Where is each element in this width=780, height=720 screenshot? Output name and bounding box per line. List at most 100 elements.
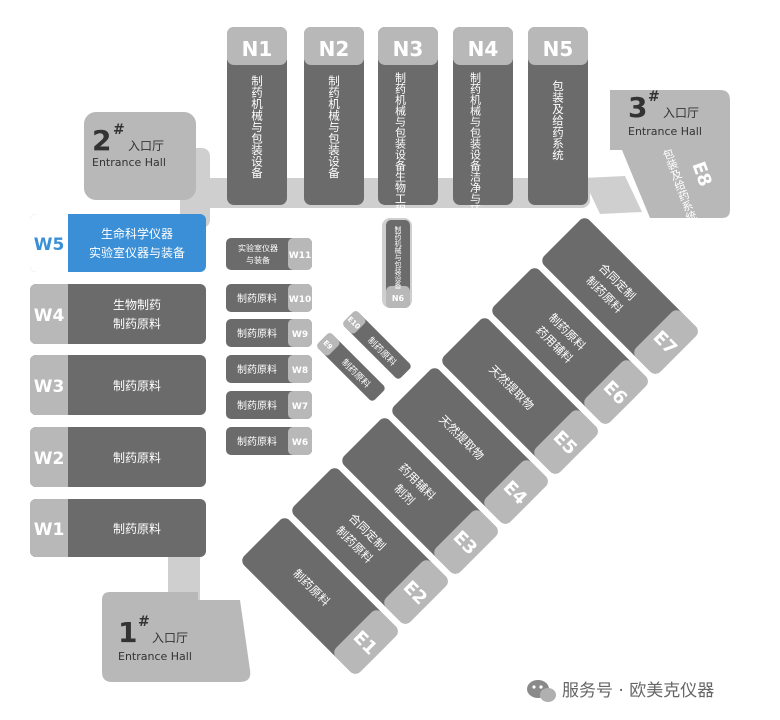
hall-w2-body [30,427,206,487]
hall-w5-code: W5 [34,235,65,255]
hall-n6-code: N6 [392,294,405,303]
hall-n3-body [378,27,438,205]
hall-e3[interactable]: E3 药用辅料 制剂 [339,415,500,576]
hall-e1[interactable]: E1 制药原料 [239,515,400,676]
hall-e4[interactable]: E4 天然提取物 [389,365,550,526]
hall-n6-code-tab [386,286,410,308]
hall-w4-label-1: 生物制药 [113,298,161,312]
hall-w1-code-tab [30,499,68,557]
entrance-hall-1[interactable]: 1 # 入口厅 Entrance Hall [102,592,251,682]
hall-w9[interactable]: W9 制药原料 [226,319,312,347]
hall-n2-label: 制药机械与包装设备 [327,75,341,179]
hall-w9-code-tab [288,319,312,347]
entrance-hall-2-body [84,112,196,200]
hall-w1-body [30,499,206,557]
hall-w3-code-tab [30,355,68,415]
hall-e3-code-tab [434,510,498,574]
hall-w3-body [30,355,206,415]
hall-w7[interactable]: W7 制药原料 [226,391,312,419]
hall-w6[interactable]: W6 制药原料 [226,427,312,455]
hall-w7-code: W7 [292,402,308,412]
hall-n5-label: 包装及给药系统 [551,80,565,161]
hall-n6[interactable]: N6 制药机械与包装设备 [386,220,410,308]
hall-n1-code-tab [227,27,287,65]
hall-w8[interactable]: W8 制药原料 [226,355,312,383]
hall-w5-code-tab-edge [60,214,68,272]
hall-w4[interactable]: W4 生物制药 制药原料 [30,284,206,344]
entrance3-connector [583,176,642,214]
hall-w1-label: 制药原料 [113,522,161,536]
hall-w5-code-tab [30,214,68,272]
hall-e5[interactable]: E5 天然提取物 [439,315,600,476]
hall-n2-body [304,27,364,205]
hall-e6-code-tab [584,360,648,424]
hall-w5[interactable]: W5 生命科学仪器 实验室仪器与装备 [30,214,206,272]
hall-w2-code-tab [30,427,68,487]
hall-n2[interactable]: N2 制药机械与包装设备 [304,27,364,205]
hall-n3-code: N3 [393,37,424,61]
hall-e7[interactable]: E7 合同定制 制药原料 [539,215,700,376]
entrance-3-mark: # [648,89,660,105]
hall-e1-code-tab [334,610,398,674]
hall-w10[interactable]: W10 制药原料 [226,284,312,312]
hall-n1-body [227,27,287,205]
hall-w3[interactable]: W3 制药原料 [30,355,206,415]
hall-w3-code: W3 [34,377,65,397]
entrance-2-en: Entrance Hall [92,156,166,169]
hall-n3[interactable]: N3 制药机械与包装设备生物工程 [378,27,438,216]
hall-w2-code: W2 [34,449,65,469]
entrance-1-cn: 入口厅 [152,631,188,645]
hall-w6-code: W6 [292,438,308,448]
hall-w1-code: W1 [34,520,65,540]
hall-n2-code: N2 [319,37,350,61]
hall-w4-label-2: 制药原料 [113,317,161,331]
hall-n5-code: N5 [543,37,574,61]
hall-w9-code: W9 [292,330,308,340]
entrance-3-number: 3 [628,91,647,124]
hall-n2-code-tab [304,27,364,65]
hall-n5-code-tab [528,27,588,65]
hall-e6[interactable]: E6 制药原料 药用辅料 [489,265,650,426]
entrance-hall-3-body [610,90,730,218]
hall-w4-body [30,284,206,344]
hall-n4[interactable]: N4 制药机械与包装设备洁净与环保 [453,27,513,227]
hall-n1[interactable]: N1 制药机械与包装设备 [227,27,287,205]
hall-n5[interactable]: N5 包装及给药系统 [528,27,588,205]
entrance-2-cn: 入口厅 [128,139,164,153]
hall-e7-code-tab [634,310,698,374]
hall-w11-label-2: 与装备 [246,255,270,265]
hall-n4-body [453,27,513,205]
hall-w1[interactable]: W1 制药原料 [30,499,206,557]
hall-w2[interactable]: W2 制药原料 [30,427,206,487]
hall-w6-label: 制药原料 [237,435,277,448]
hall-w4-code-tab [30,284,68,344]
hall-e10-body [343,311,411,379]
hall-w10-label: 制药原料 [237,292,277,305]
hall-w8-code-tab [288,355,312,383]
entrance-hall-1-body [102,592,251,682]
hall-w7-label: 制药原料 [237,399,277,412]
entrance-3-cn: 入口厅 [663,106,699,120]
hall-n4-code-tab [453,27,513,65]
hall-w7-code-tab [288,391,312,419]
hall-w5-body [30,214,206,272]
hall-n4-label: 制药机械与包装设备洁净与环保 [469,72,482,227]
hall-e2[interactable]: E2 合同定制 制药原料 [289,465,450,626]
hall-w11-label-1: 实验室仪器 [238,243,278,253]
hall-w4-code: W4 [34,306,65,326]
wechat-icon [527,680,556,702]
hall-e9-code-tab [317,333,340,356]
hall-e2-code-tab [384,560,448,624]
entrance-3-en: Entrance Hall [628,125,702,138]
hall-w5-label-2: 实验室仪器与装备 [89,245,185,260]
hall-w4-code-tab-edge [60,284,68,344]
hall-e10-code-tab [343,311,366,334]
hall-n3-code-tab [378,27,438,65]
hall-w11[interactable]: W11 实验室仪器 与装备 [226,238,312,270]
hall-n1-code: N1 [242,37,273,61]
entrance-1-mark: # [138,614,150,630]
entrance-1-en: Entrance Hall [118,650,192,663]
entrance-hall-3[interactable]: 3 # 入口厅 Entrance Hall [610,89,730,218]
entrance-hall-2[interactable]: 2 # 入口厅 Entrance Hall [84,112,196,200]
